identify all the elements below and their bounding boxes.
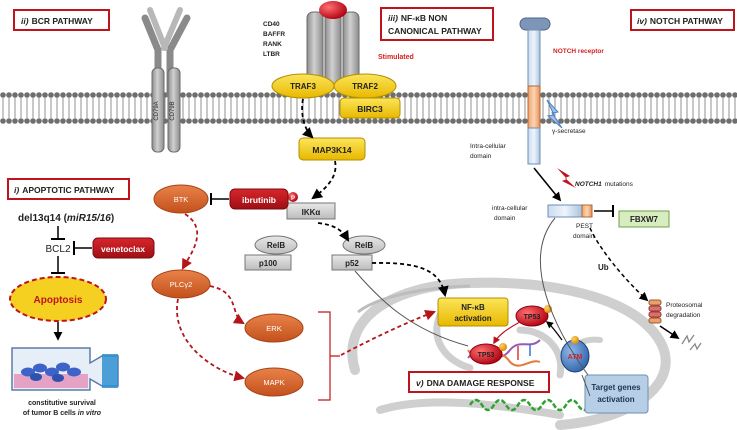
svg-text:MAP3K14: MAP3K14 — [312, 145, 351, 155]
stimulated-label: Stimulated — [378, 54, 414, 61]
bcr-receptor: CD79A CD79B — [141, 7, 191, 153]
culture-flask-icon — [11, 347, 119, 391]
erk-node: ERK — [244, 313, 304, 343]
p100-label: p100 — [259, 259, 278, 268]
ligand-rank: RANK — [263, 41, 282, 48]
traf2-node: TRAF2 — [333, 73, 397, 99]
ub-label: Ub — [598, 263, 609, 272]
svg-text:iv)NOTCH PATHWAY: iv)NOTCH PATHWAY — [637, 16, 723, 26]
p52-label: p52 — [345, 259, 359, 268]
mutation-lightning-icon — [557, 168, 576, 188]
pest-label-a: PEST — [576, 223, 593, 230]
gamma-secretase-label: γ-secretase — [552, 128, 586, 135]
svg-text:ii)BCR PATHWAY: ii)BCR PATHWAY — [21, 16, 93, 26]
bcr-pathway-title-box: ii)BCR PATHWAY — [13, 9, 110, 31]
svg-text:i)APOPTOTIC PATHWAY: i)APOPTOTIC PATHWAY — [14, 185, 115, 195]
ligand-ltbr: LTBR — [263, 51, 280, 58]
phospho-p-icon — [288, 192, 298, 202]
proteosomal-label-a: Proteosomal — [666, 302, 703, 309]
proteasome-icon — [648, 299, 662, 324]
fragments-icon — [681, 334, 702, 351]
notch-icd-fragment — [547, 204, 593, 218]
svg-text:TP53: TP53 — [524, 314, 541, 321]
plcg2-node: PLCγ2 — [151, 269, 211, 299]
svg-text:IKKα: IKKα — [302, 208, 321, 217]
traf3-node: TRAF3 — [271, 73, 335, 99]
svg-text:ERK: ERK — [266, 324, 281, 333]
svg-text:activation: activation — [597, 395, 634, 404]
survival-label-b: of tumor B cells in vitro — [23, 410, 102, 417]
ibrutinib-drug: ibrutinib — [229, 188, 289, 210]
intracellular-label-2b: domain — [494, 215, 516, 222]
svg-text:NF-κB: NF-κB — [461, 303, 485, 312]
nfkb-pathway-title-box: iii)NF-κB NON CANONICAL PATHWAY — [380, 7, 494, 41]
notch-receptor-label: NOTCH receptor — [553, 48, 604, 55]
svg-text:ATM: ATM — [568, 354, 583, 361]
map3k14-node: MAP3K14 — [298, 137, 366, 161]
svg-text:PLCγ2: PLCγ2 — [170, 280, 193, 289]
ikka-node: IKKα P — [286, 192, 336, 220]
svg-text:activation: activation — [454, 314, 491, 323]
proteosomal-label-b: degradation — [666, 312, 701, 319]
fbxw7-node: FBXW7 — [618, 210, 670, 228]
svg-text:MAPK: MAPK — [263, 378, 284, 387]
svg-text:TRAF3: TRAF3 — [290, 82, 316, 91]
intracellular-label-1b: domain — [470, 153, 492, 160]
intracellular-label-2a: intra-cellular — [492, 205, 528, 212]
pest-label-b: domain — [573, 233, 595, 240]
tp53-node-top: TP53 — [515, 305, 552, 327]
relb1-label: RelB — [267, 241, 285, 250]
svg-text:BIRC3: BIRC3 — [357, 104, 383, 114]
svg-text:v)DNA DAMAGE RESPONSE: v)DNA DAMAGE RESPONSE — [416, 378, 535, 388]
svg-text:iii)NF-κB NON: iii)NF-κB NON — [388, 13, 447, 23]
ligand-baffr: BAFFR — [263, 31, 285, 38]
nfkb-receptor: CD40 BAFFR RANK LTBR Stimulated — [263, 1, 414, 85]
arrows — [176, 98, 680, 397]
ligand-ball — [319, 1, 347, 19]
relb-p100-complex: RelB p100 — [244, 235, 298, 271]
survival-label-a: constitutive survival — [28, 400, 96, 407]
lightning-icon — [546, 99, 563, 129]
erk-mapk-bracket — [318, 311, 340, 401]
btk-node: BTK — [153, 184, 209, 214]
svg-text:CANONICAL PATHWAY: CANONICAL PATHWAY — [388, 26, 482, 36]
svg-text:venetoclax: venetoclax — [101, 244, 145, 254]
phospho-icon — [571, 336, 579, 344]
notch-pathway-title-box: iv)NOTCH PATHWAY — [630, 9, 735, 31]
cd79a-label: CD79A — [154, 101, 160, 120]
svg-text:BTK: BTK — [174, 195, 189, 204]
svg-text:Apoptosis: Apoptosis — [34, 295, 83, 306]
target-genes-node: Target genes activation — [584, 374, 649, 414]
del13q14-label: del13q14 (miR15/16) — [18, 213, 114, 224]
bcl2-label: BCL2 — [45, 244, 70, 255]
intracellular-label-1a: Intra-cellular — [470, 143, 507, 150]
relb-p52-complex: RelB p52 — [331, 235, 386, 271]
relb2-label: RelB — [355, 241, 373, 250]
svg-text:TRAF2: TRAF2 — [352, 82, 378, 91]
dna-damage-title-box: v)DNA DAMAGE RESPONSE — [408, 371, 550, 393]
phospho-icon — [499, 343, 507, 351]
svg-text:FBXW7: FBXW7 — [630, 215, 659, 224]
cd79b-label: CD79B — [170, 101, 176, 120]
apoptotic-pathway-title-box: i)APOPTOTIC PATHWAY — [7, 178, 130, 200]
svg-text:TP53: TP53 — [478, 352, 495, 359]
apoptosis-node: Apoptosis — [9, 276, 107, 322]
svg-text:P: P — [291, 196, 295, 202]
nfkb-activation-node: NF-κB activation — [437, 297, 509, 327]
mapk-node: MAPK — [244, 367, 304, 397]
ligand-cd40: CD40 — [263, 21, 280, 28]
svg-text:Target genes: Target genes — [591, 383, 641, 392]
svg-text:ibrutinib: ibrutinib — [242, 195, 276, 205]
notch-receptor: NOTCH receptor — [519, 17, 604, 165]
birc3-node: BIRC3 — [339, 97, 401, 119]
tp53-node-bottom: TP53 — [469, 343, 507, 365]
venetoclax-drug: venetoclax — [92, 237, 155, 259]
